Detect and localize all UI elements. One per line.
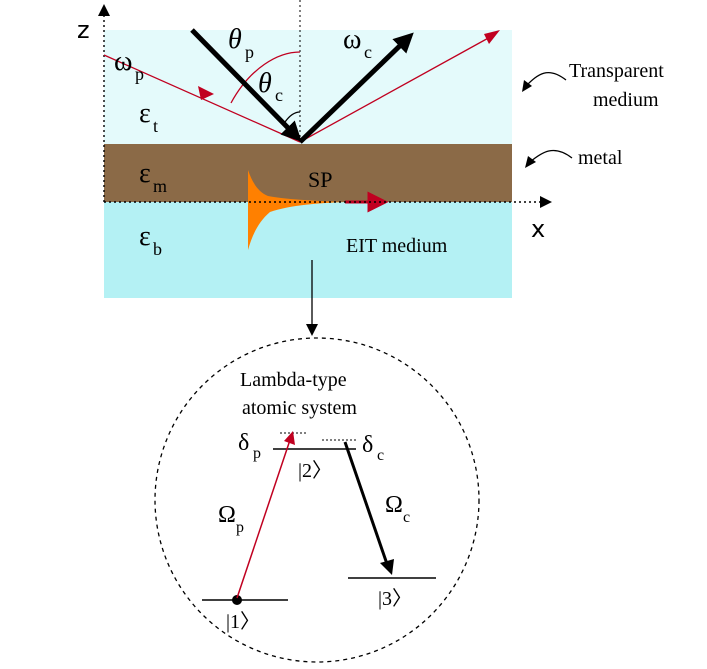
theta-c-arc [284,111,301,123]
Omega-c-subscript: c [403,509,410,526]
coupling-reflected-beam [298,32,414,144]
theta-p-symbol: θ [228,24,242,55]
z-axis-label: z [77,16,90,44]
epsilon-m-symbol: ε [139,158,151,189]
omega-p-subscript: p [135,64,144,84]
delta-c-subscript: c [377,447,384,464]
transparent-medium-label-line2: medium [593,89,659,111]
eit-medium-label: EIT medium [346,235,448,257]
transparent-pointer-arrow [525,71,567,87]
level-2-label: |2〉 [298,460,332,482]
surface-plasmon-profile [248,170,345,250]
metal-pointer-arrow [529,149,573,163]
Omega-c-symbol: Ω [385,492,403,518]
theta-c-symbol: θ [258,68,272,99]
probe-reflected-beam [299,35,493,143]
theta-c-subscript: c [275,85,283,105]
eit-medium-layer [104,202,512,298]
transparent-medium-layer [104,30,512,144]
level-1-label: |1〉 [226,611,260,633]
epsilon-m-subscript: m [153,176,167,196]
delta-p-symbol: δ [238,430,249,456]
epsilon-b-symbol: ε [139,221,151,252]
omega-c-symbol: ω [343,24,361,55]
coupling-transition-arrowhead [380,559,394,575]
atomic-system-zoom-circle [154,337,480,663]
probe-transition-arrow [236,439,291,599]
omega-c-subscript: c [364,42,372,62]
transparent-medium-label-line1: Transparent [569,60,664,82]
level-3-label: |3〉 [378,588,412,610]
epsilon-b-subscript: b [153,239,162,259]
atomic-system-title-line1: Lambda-type [240,369,347,391]
probe-reflected-arrowhead [484,30,500,44]
z-axis-arrowhead [98,4,110,16]
metal-pointer-arrowhead [525,156,536,168]
zoom-connector-arrowhead [306,324,318,336]
transparent-pointer-arrowhead [522,80,532,92]
Omega-p-symbol: Ω [218,502,236,528]
theta-p-subscript: p [245,42,254,62]
x-axis-arrowhead [540,196,552,208]
delta-c-symbol: δ [362,432,373,458]
atomic-system-title-line2: atomic system [242,397,357,419]
x-axis-label: x [531,215,545,243]
delta-p-subscript: p [253,445,261,462]
epsilon-t-subscript: t [153,116,158,136]
Omega-p-subscript: p [236,519,244,536]
omega-p-symbol: ω [114,46,132,77]
coupling-transition-arrow [343,441,389,565]
metal-label: metal [578,147,623,169]
level-1-population-dot [232,595,242,605]
theta-p-arc [230,51,301,104]
sp-label: SP [308,167,332,192]
epsilon-t-symbol: ε [139,98,151,129]
metal-layer [104,144,512,202]
coupling-incident-beam [190,28,302,142]
probe-transition-arrowhead [284,431,295,445]
probe-incident-arrowhead [198,86,214,100]
